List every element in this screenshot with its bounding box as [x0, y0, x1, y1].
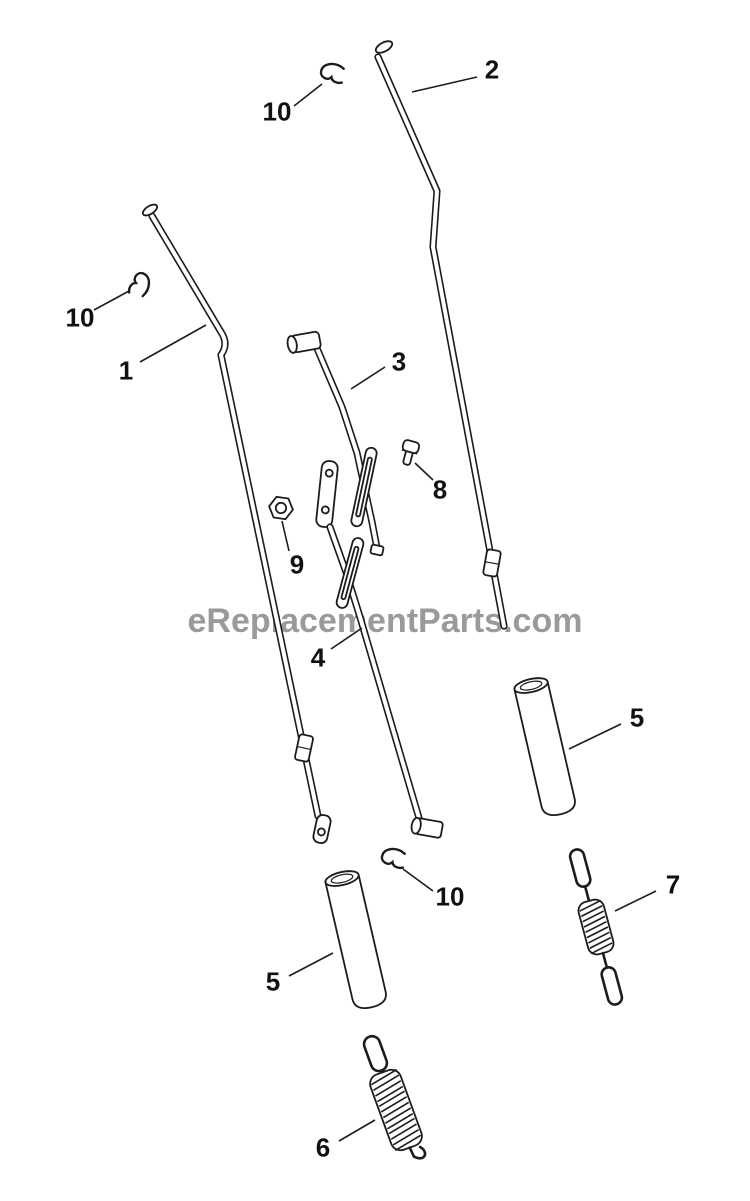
part-3-bushing: [286, 330, 322, 354]
part-1-rod: [141, 203, 332, 844]
part-5-sleeve-right: [512, 674, 579, 819]
callout-label-clip-left: 10: [65, 302, 95, 333]
callout-label-sleeve-left: 5: [265, 966, 281, 997]
callout-label-part2: 2: [484, 54, 500, 85]
callout-label-clip-bottom: 10: [435, 881, 465, 912]
leader-sleeve-right: [568, 723, 622, 750]
leader-part2: [411, 76, 478, 93]
callout-label-clip-top: 10: [262, 96, 292, 127]
part-3-link-rod: [286, 330, 385, 557]
part-1-clevis: [312, 814, 332, 844]
callout-label-part4: 4: [310, 642, 326, 673]
part-10-clip-top: [318, 61, 346, 85]
part-2-rod: [374, 40, 508, 630]
callout-label-part7: 7: [665, 869, 681, 900]
leader-clip-left: [93, 290, 130, 311]
leader-lines: [93, 76, 657, 1142]
leader-part9: [281, 520, 290, 552]
callout-label-part8: 8: [432, 474, 448, 505]
part-8-bolt: [401, 439, 421, 466]
part-3-tip: [369, 543, 385, 557]
part-2-collar: [482, 548, 502, 578]
callout-label-part6: 6: [315, 1132, 331, 1163]
part-3-slot: [350, 446, 378, 528]
part-7-spring: [568, 848, 624, 1006]
watermark: eReplacementParts.com: [188, 602, 583, 640]
part-4-link-rod: [315, 460, 444, 839]
callout-label-sleeve-right: 5: [629, 702, 645, 733]
part-10-clip-left: [127, 269, 153, 299]
callout-label-part9: 9: [289, 549, 305, 580]
leader-part6: [338, 1119, 376, 1142]
callout-label-part1: 1: [118, 355, 134, 386]
leader-part7: [614, 890, 657, 912]
part-4-slot: [335, 537, 365, 609]
leader-sleeve-left: [288, 952, 334, 977]
leader-part3: [350, 366, 386, 390]
leader-clip-bottom: [402, 868, 434, 892]
callout-label-part3: 3: [391, 346, 407, 377]
part-4-bracket: [315, 460, 339, 528]
part-10-clip-bottom: [379, 846, 407, 870]
part-6-spring: [362, 1034, 427, 1160]
part-5-sleeve-left: [323, 867, 390, 1012]
part-9-nut: [268, 495, 294, 521]
leader-clip-top: [293, 83, 323, 107]
part-4-bushing: [410, 816, 444, 839]
part-1-collar: [294, 733, 314, 763]
leader-part8: [414, 462, 434, 481]
leader-part1: [139, 324, 207, 363]
leader-part4: [330, 627, 363, 650]
